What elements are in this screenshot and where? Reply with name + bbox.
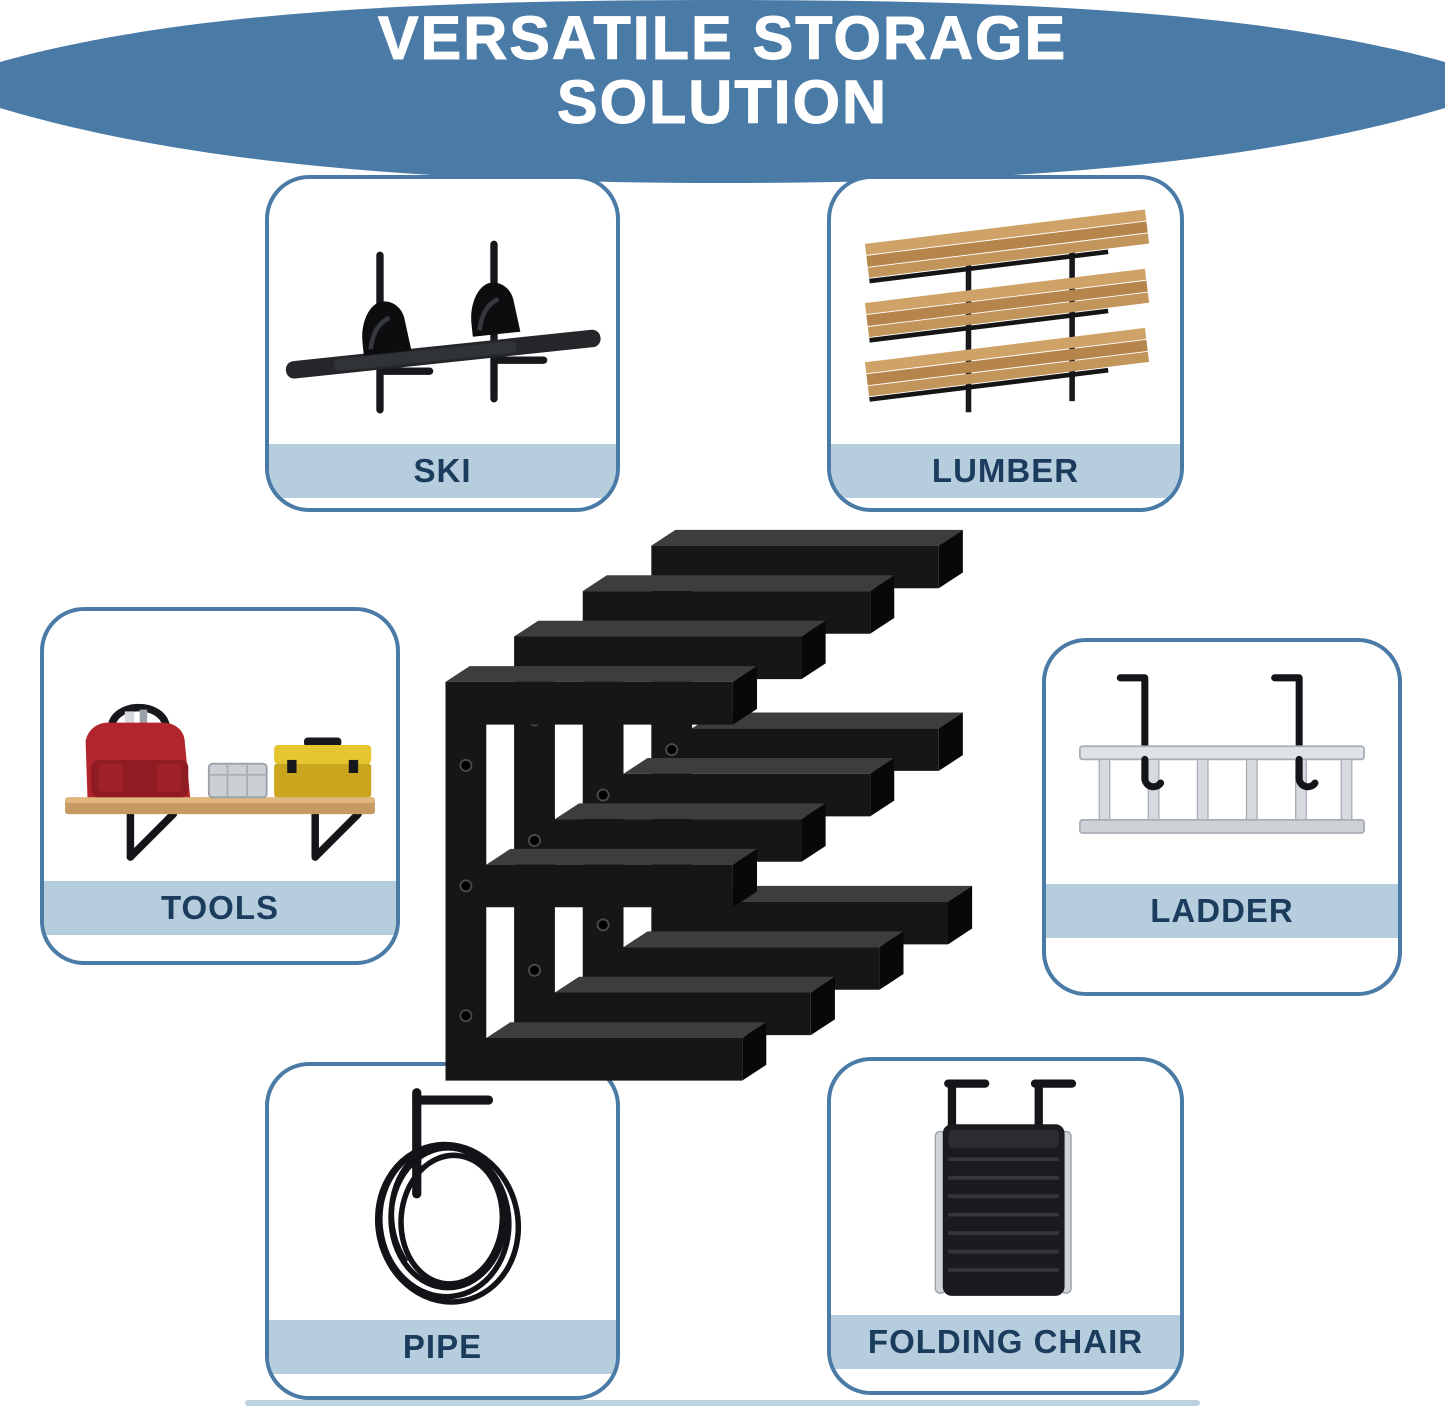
label-strip-folding-chair: FOLDING CHAIR xyxy=(831,1315,1180,1369)
card-label-tools: TOOLS xyxy=(160,889,280,926)
label-strip-tools: TOOLS xyxy=(44,881,396,935)
label-strip-ski: SKI xyxy=(269,444,616,498)
card-lumber: LUMBER xyxy=(827,175,1184,512)
pipe-illustration xyxy=(374,1088,522,1305)
snowboard-illustration xyxy=(285,240,601,414)
label-strip-pipe: PIPE xyxy=(269,1320,616,1374)
bottom-accent-line xyxy=(245,1400,1200,1406)
label-strip-ladder: LADDER xyxy=(1046,884,1398,938)
label-strip-lumber: LUMBER xyxy=(831,444,1180,498)
card-label-lumber: LUMBER xyxy=(931,452,1080,489)
card-label-folding-chair: FOLDING CHAIR xyxy=(867,1323,1144,1360)
page-title: VERSATILE STORAGE SOLUTION xyxy=(0,4,1445,136)
card-label-pipe: PIPE xyxy=(402,1328,483,1365)
card-tools: TOOLS xyxy=(40,607,400,965)
card-ski: SKI xyxy=(265,175,620,512)
folding-chair-illustration xyxy=(934,1079,1077,1296)
banner-background xyxy=(0,0,1445,183)
lumber-illustration xyxy=(864,209,1150,413)
card-label-ladder: LADDER xyxy=(1150,892,1294,929)
card-ladder: LADDER xyxy=(1042,638,1402,996)
page-title-line-2: SOLUTION xyxy=(556,68,889,136)
card-folding-chair: FOLDING CHAIR xyxy=(827,1057,1184,1395)
card-label-ski: SKI xyxy=(413,452,472,489)
card-pipe: PIPE xyxy=(265,1062,620,1400)
ladder-illustration xyxy=(1079,674,1365,834)
page-title-line-1: VERSATILE STORAGE xyxy=(377,4,1068,72)
tools-illustration xyxy=(65,703,375,861)
storage-rack-hero xyxy=(444,528,974,1082)
